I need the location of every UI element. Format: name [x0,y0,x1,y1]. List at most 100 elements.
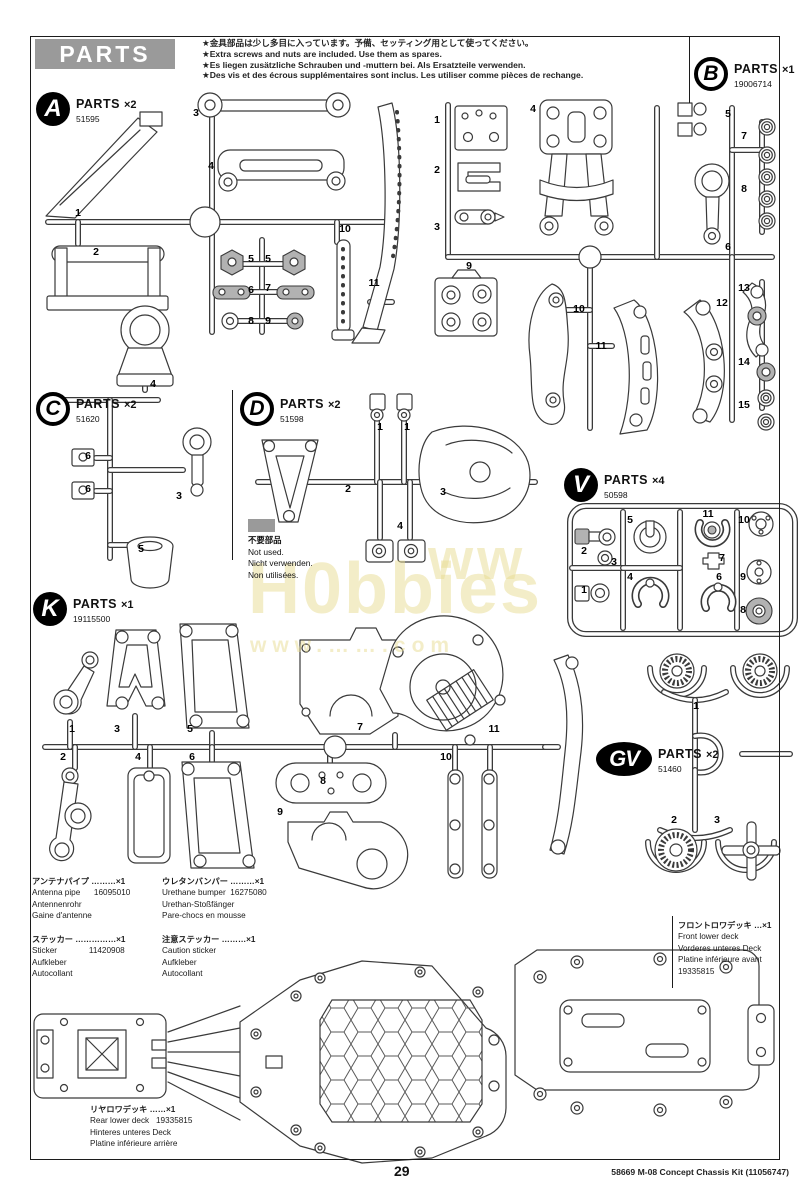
callout-b-10: 10 [573,303,585,315]
page-number: 29 [394,1163,410,1179]
callout-a-5: 5 [248,253,254,265]
callout-b-12: 12 [716,297,728,309]
page-title: PARTS [35,39,175,69]
not-used-de: Nicht verwenden. [248,558,313,569]
callout-v-11: 11 [702,508,714,520]
badge-v: V [564,468,598,502]
callout-a-6: 6 [248,284,254,296]
callout-gv-1: 1 [693,700,699,712]
callout-b-6: 6 [725,241,731,253]
parts-label-k: PARTS [73,597,117,611]
parts-qty-d: ×2 [327,399,341,411]
callout-c-4: 4 [150,378,156,390]
divider-c-d [232,390,233,560]
callout-b-8: 8 [741,183,747,195]
callout-d-1: 1 [377,421,383,433]
callout-k-2: 2 [60,751,66,763]
page-border [30,36,780,1160]
parts-qty-k: ×1 [120,599,134,611]
section-b-header: B PARTS×1 19006714 [694,57,794,91]
callout-a-3: 3 [193,107,199,119]
parts-qty-a: ×2 [123,99,137,111]
callout-v-1: 1 [581,584,587,596]
badge-d: D [240,392,274,426]
parts-qty-b: ×1 [781,64,795,76]
section-k-header: K PARTS×1 19115500 [33,592,133,626]
header-notes: ★金具部品は少し多目に入っています。予備、セッティング用として使ってください。 … [202,38,584,81]
parts-label-b: PARTS [734,62,778,76]
not-used-ja: 不要部品 [248,535,282,545]
section-a-header: A PARTS×2 51595 [36,92,136,126]
parts-label-a: PARTS [76,97,120,111]
callout-a-11: 11 [368,277,380,289]
callout-v-10: 10 [738,514,750,526]
divider-header-b [689,36,690,103]
callout-b-15: 15 [738,399,750,411]
badge-b: B [694,57,728,91]
callout-k-6: 6 [189,751,195,763]
callout-d-2: 2 [345,483,351,495]
callout-v-9: 9 [740,571,746,583]
section-d-header: D PARTS×2 51598 [240,392,340,426]
parts-code-d: 51598 [280,414,304,424]
badge-c: C [36,392,70,426]
section-c-header: C PARTS×2 51620 [36,392,136,426]
sprue-d [255,393,538,563]
front-lower-deck-drawing [514,949,775,1117]
callout-b-5: 5 [725,108,731,120]
callout-v-5: 5 [627,514,633,526]
parts-qty-gv: ×2 [705,749,719,761]
main-chassis-drawing [239,960,507,1164]
parts-code-b: 19006714 [734,79,772,89]
callout-v-6: 6 [716,571,722,583]
callout-b-14: 14 [738,356,750,368]
not-used-swatch [248,519,275,532]
callout-c-3: 3 [176,490,182,502]
callout-b-4: 4 [530,103,536,115]
callout-d-1: 1 [404,421,410,433]
badge-a: A [36,92,70,126]
not-used-note: 不要部品 Not used. Nicht verwenden. Non util… [248,519,313,581]
parts-code-gv: 51460 [658,764,682,774]
callout-c-5: 5 [138,543,144,555]
parts-label-v: PARTS [604,473,648,487]
callout-a-4: 4 [208,160,214,172]
not-used-en: Not used. [248,546,284,557]
callout-k-4: 4 [135,751,141,763]
callout-d-3: 3 [440,486,446,498]
callout-a-10: 10 [339,223,351,235]
callout-k-3: 3 [114,723,120,735]
parts-code-a: 51595 [76,114,100,124]
parts-label-gv: PARTS [658,747,702,761]
callout-b-13: 13 [738,282,750,294]
callout-v-2: 2 [581,545,587,557]
sprue-b [434,99,776,435]
parts-qty-v: ×4 [651,475,665,487]
parts-code-k: 19115500 [73,614,111,624]
callout-gv-2: 2 [671,814,677,826]
section-v-header: V PARTS×4 50598 [564,468,664,502]
sprue-k [42,615,584,890]
callout-b-11: 11 [595,340,607,352]
badge-gv: GV [596,742,652,776]
sprue-a [45,92,402,393]
callout-k-7: 7 [357,721,363,733]
callout-d-4: 4 [397,520,403,532]
callout-v-7: 7 [719,552,725,564]
callout-b-1: 1 [434,114,440,126]
callout-a-1: 1 [75,207,81,219]
parts-qty-c: ×2 [123,399,137,411]
sprue-gv [645,653,793,881]
callout-k-1: 1 [69,723,75,735]
callout-b-3: 3 [434,221,440,233]
washer-column [758,118,776,230]
parts-code-v: 50598 [604,490,628,500]
callout-c-6: 6 [85,450,91,462]
